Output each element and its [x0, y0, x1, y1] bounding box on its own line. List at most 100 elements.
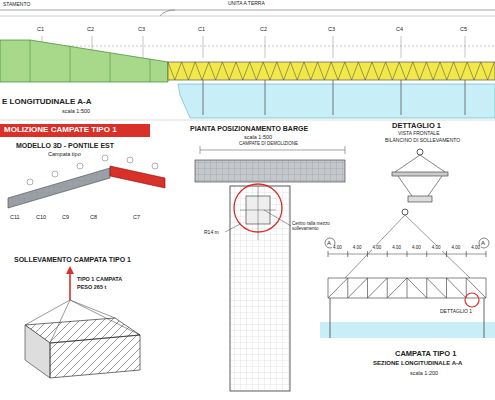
drawing-label: C1	[37, 26, 44, 32]
truss-member	[387, 278, 407, 298]
truss-member	[426, 278, 427, 298]
truss-member	[348, 278, 368, 298]
drawing-label: scala 1:500	[62, 108, 90, 114]
truss-member	[433, 62, 440, 80]
drawing-label: C10	[36, 214, 46, 220]
truss-member	[387, 251, 388, 257]
truss-member	[413, 62, 420, 80]
drawing-label: 4.00	[391, 246, 402, 251]
truss-member	[446, 251, 447, 257]
section-title: DETTAGLIO 1	[392, 122, 441, 130]
truss-member	[406, 62, 413, 80]
truss-member	[426, 251, 427, 257]
drawing-label: TIPO 1 CAMPATA	[77, 276, 122, 282]
section-title: E LONGITUDINALE A-A	[2, 98, 91, 107]
truss-member	[243, 62, 250, 80]
truss-member	[216, 62, 223, 80]
drawing-label: A	[481, 240, 485, 247]
section-title: SOLLEVAMENTO CAMPATA TIPO 1	[14, 256, 131, 264]
truss-member	[297, 62, 304, 80]
truss-member	[440, 62, 447, 80]
drawing-label: VISTA FRONTALE	[398, 131, 440, 137]
truss-member	[427, 278, 447, 298]
truss-member	[454, 62, 461, 80]
drawing-label: C3	[328, 26, 335, 32]
drawing-label: C8	[90, 214, 97, 220]
drawing-label: 4.00	[451, 246, 462, 251]
truss-member	[368, 278, 388, 298]
truss-member	[352, 62, 359, 80]
truss-member	[387, 278, 388, 298]
drawing-label: UNITA A TERRA	[228, 1, 265, 7]
truss-member	[466, 251, 467, 257]
truss-member	[486, 278, 487, 298]
truss-member	[407, 278, 427, 298]
truss-member	[420, 62, 427, 80]
drawing-label: Campata tipo	[48, 151, 81, 157]
truss-member	[426, 62, 433, 80]
truss-member	[460, 62, 467, 80]
drawing-label: Centro ralla mezzo sollevamento	[292, 222, 340, 232]
truss-member	[358, 62, 365, 80]
drawing-label: DETTAGLIO 1	[440, 309, 472, 315]
drawing-label: C3	[138, 26, 145, 32]
truss-member	[367, 278, 368, 298]
truss-member	[446, 278, 447, 298]
drawing-label: A	[327, 240, 331, 247]
truss-member	[250, 62, 257, 80]
drawing-label: scala 1:500	[244, 134, 272, 140]
drawing-label: C2	[87, 26, 94, 32]
truss-member	[407, 251, 408, 257]
truss-member	[447, 62, 454, 80]
truss-member	[486, 251, 487, 257]
drawing-label: 4.00	[411, 246, 422, 251]
drawing-label: 4.00	[470, 246, 481, 251]
drawing-label: 4.00	[431, 246, 442, 251]
truss-member	[372, 62, 379, 80]
truss-member	[270, 62, 277, 80]
drawing-label: R14 m	[204, 230, 219, 236]
truss-member	[365, 62, 372, 80]
section-title: MODELLO 3D - PONTILE EST	[16, 142, 114, 150]
truss-member	[168, 62, 175, 80]
truss-member	[222, 62, 229, 80]
truss-member	[379, 62, 386, 80]
section-title: CAMPATA TIPO 1	[395, 350, 456, 358]
truss-member	[467, 62, 474, 80]
truss-member	[182, 62, 189, 80]
title-banner: MOLIZIONE CAMPATE TIPO 1	[0, 124, 150, 137]
truss-member	[256, 62, 263, 80]
drawing-label: scala 1:200	[410, 370, 438, 376]
drawing-label: C1	[198, 26, 205, 32]
truss-member	[481, 62, 488, 80]
truss-member	[488, 62, 495, 80]
drawing-label: BILANCINO DI SOLLEVAMENTO	[385, 138, 460, 144]
truss-member	[331, 62, 338, 80]
truss-member	[209, 62, 216, 80]
truss-member	[175, 62, 182, 80]
truss-member	[229, 62, 236, 80]
truss-member	[324, 62, 331, 80]
truss-member	[328, 251, 329, 257]
truss-member	[386, 62, 393, 80]
truss-member	[290, 62, 297, 80]
truss-member	[277, 62, 284, 80]
drawing-label: CAMPATE DI DEMOLIZIONE	[238, 142, 299, 147]
truss-member	[236, 62, 243, 80]
drawing-label: C7	[133, 214, 140, 220]
drawing-label: C11	[10, 214, 20, 220]
truss-member	[367, 251, 368, 257]
truss-member	[318, 62, 325, 80]
drawing-label: SEZIONE LONGITUDINALE A-A	[373, 360, 462, 367]
truss-member	[345, 62, 352, 80]
truss-member	[347, 251, 348, 257]
drawing-label: 4.00	[352, 246, 363, 251]
truss-member	[202, 62, 209, 80]
section-title: PIANTA POSIZIONAMENTO BARGE	[190, 125, 308, 133]
truss-member	[311, 62, 318, 80]
truss-member	[474, 62, 481, 80]
banner-text: MOLIZIONE CAMPATE TIPO 1	[4, 125, 146, 135]
truss-member	[407, 278, 408, 298]
